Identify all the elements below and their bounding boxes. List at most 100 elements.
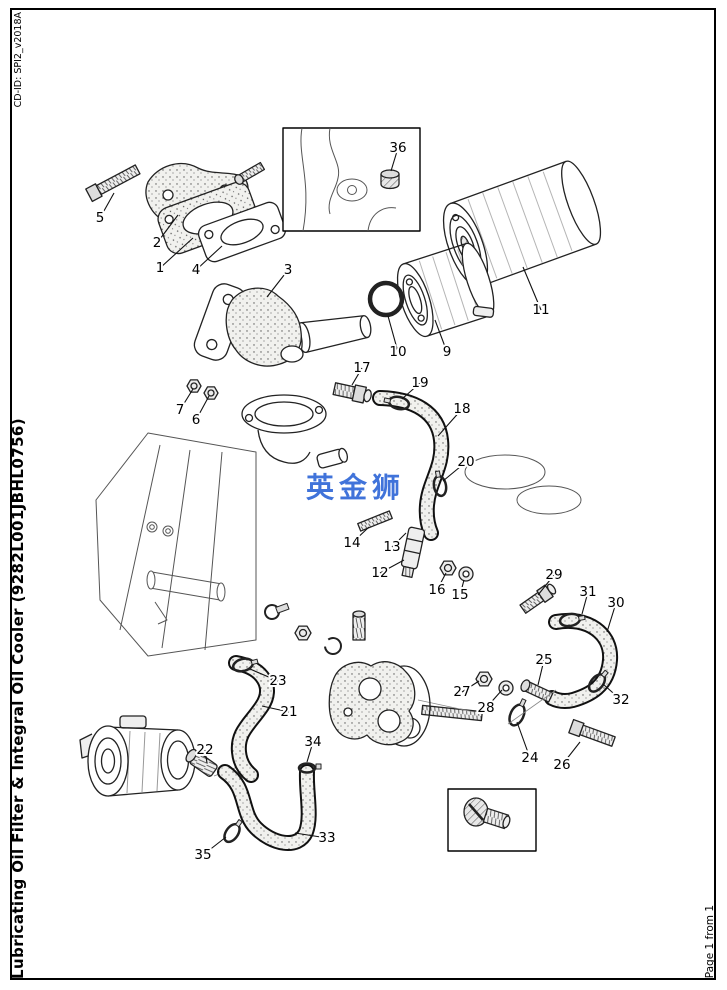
callout-leader-33: [294, 832, 328, 839]
housing-3-illustration: [193, 283, 304, 367]
bolt-26-illustration: [568, 718, 616, 747]
callout-leader-30: [606, 602, 617, 633]
p-clip-illustration: [264, 602, 290, 620]
callout-27: 27: [453, 684, 470, 700]
clamp-35-illustration: [223, 819, 243, 844]
oil-filter-11-illustration: [442, 160, 602, 288]
clamp-32-illustration: [587, 669, 609, 693]
callout-24: 24: [521, 750, 538, 766]
callout-leader-25: [537, 659, 545, 686]
callout-leader-11: [522, 266, 542, 311]
callout-25: 25: [535, 652, 552, 668]
hose-30-illustration: [544, 612, 619, 710]
washer-28-illustration: [498, 680, 514, 696]
callout-36: 36: [389, 140, 406, 156]
callout-2: 2: [153, 235, 162, 251]
callout-4: 4: [192, 262, 201, 278]
callout-leader-17: [351, 367, 363, 386]
plug-36-illustration: [380, 169, 400, 190]
clamp-20-illustration: [432, 470, 448, 498]
callout-3: 3: [284, 262, 293, 278]
callout-leader-5: [99, 192, 115, 219]
snap-ring-illustration: [324, 637, 342, 655]
callout-35: 35: [194, 847, 211, 863]
callout-23: 23: [269, 673, 286, 689]
callout-leader-23: [249, 668, 279, 682]
callout-leader-36: [390, 147, 399, 172]
callout-leader-19: [401, 382, 421, 400]
callout-13: 13: [383, 539, 400, 555]
callout-14: 14: [343, 535, 360, 551]
callout-28: 28: [477, 700, 494, 716]
diagram-title: Lubricating Oil Filter & Integral Oil Co…: [9, 418, 27, 979]
hose-33-illustration: [217, 764, 317, 851]
nut-6-illustration: [203, 386, 219, 400]
nut-16-illustration: [439, 560, 457, 576]
inset-box-plug: [447, 788, 537, 852]
callout-leader-6: [195, 395, 210, 421]
clamp-24-illustration: [508, 698, 527, 727]
nut-27-illustration: [475, 671, 493, 687]
callout-33: 33: [318, 830, 335, 846]
callout-32: 32: [612, 692, 629, 708]
callout-leader-20: [442, 461, 467, 482]
callout-leader-21: [261, 705, 290, 713]
watermark-text: 英金狮: [306, 471, 406, 504]
callout-leader-27: [461, 680, 480, 693]
callout-9: 9: [443, 344, 452, 360]
callout-leader-24: [516, 721, 531, 759]
outlet-flange-illustration: [241, 394, 349, 469]
callout-leader-29: [537, 574, 555, 596]
callout-18: 18: [453, 401, 470, 417]
callout-16: 16: [428, 582, 445, 598]
callout-leader-15: [459, 579, 465, 596]
clamp-34-illustration: [297, 762, 322, 774]
callout-leader-10: [387, 315, 399, 353]
elbow-22-illustration: [185, 748, 218, 777]
stud-14-illustration: [357, 510, 393, 532]
callout-10: 10: [389, 344, 406, 360]
callout-1: 1: [156, 260, 165, 276]
oil-cooler-housing-illustration: [79, 715, 196, 797]
callout-7: 7: [176, 402, 185, 418]
hose-21-illustration: [228, 655, 275, 783]
callout-leader-28: [485, 689, 503, 709]
callout-leader-18: [437, 408, 463, 437]
inset-box-36: [282, 127, 421, 232]
callout-leader-9: [434, 319, 448, 353]
callout-layer: 1234567910111213141516171819202122232425…: [94, 138, 632, 865]
callout-19: 19: [411, 375, 428, 391]
callout-leader-4: [195, 245, 223, 271]
callout-29: 29: [545, 567, 562, 583]
callout-26: 26: [553, 757, 570, 773]
stud-top-illustration: [234, 161, 266, 185]
callout-22: 22: [196, 742, 213, 758]
callout-leader-2: [156, 214, 179, 244]
fitting-25-illustration: [520, 679, 554, 703]
callout-17: 17: [353, 360, 370, 376]
fitting-17-illustration: [332, 382, 372, 404]
callout-15: 15: [451, 587, 468, 603]
nut-7-illustration: [186, 379, 202, 393]
nut-small-illustration: [294, 625, 312, 641]
callout-leader-22: [204, 749, 208, 764]
fitting-29-illustration: [519, 583, 557, 614]
stud-center-illustration: [421, 704, 483, 722]
nipple-fitting-illustration: [352, 610, 366, 641]
engine-block-illustration: [95, 432, 582, 657]
center-flange-illustration: [328, 661, 416, 746]
callout-11: 11: [532, 302, 549, 318]
bolt-5-illustration: [85, 164, 141, 203]
callout-leader-7: [179, 388, 194, 411]
page-number-label: Page 1 from 1: [704, 904, 716, 978]
drain-plug-illustration: [463, 797, 511, 830]
callout-6: 6: [192, 412, 201, 428]
callout-leader-14: [351, 526, 370, 544]
callout-leader-1: [159, 237, 194, 269]
callout-30: 30: [607, 595, 624, 611]
hose-18-illustration: [372, 390, 450, 541]
callout-20: 20: [457, 454, 474, 470]
callout-12: 12: [371, 565, 388, 581]
page-border: [10, 8, 716, 980]
